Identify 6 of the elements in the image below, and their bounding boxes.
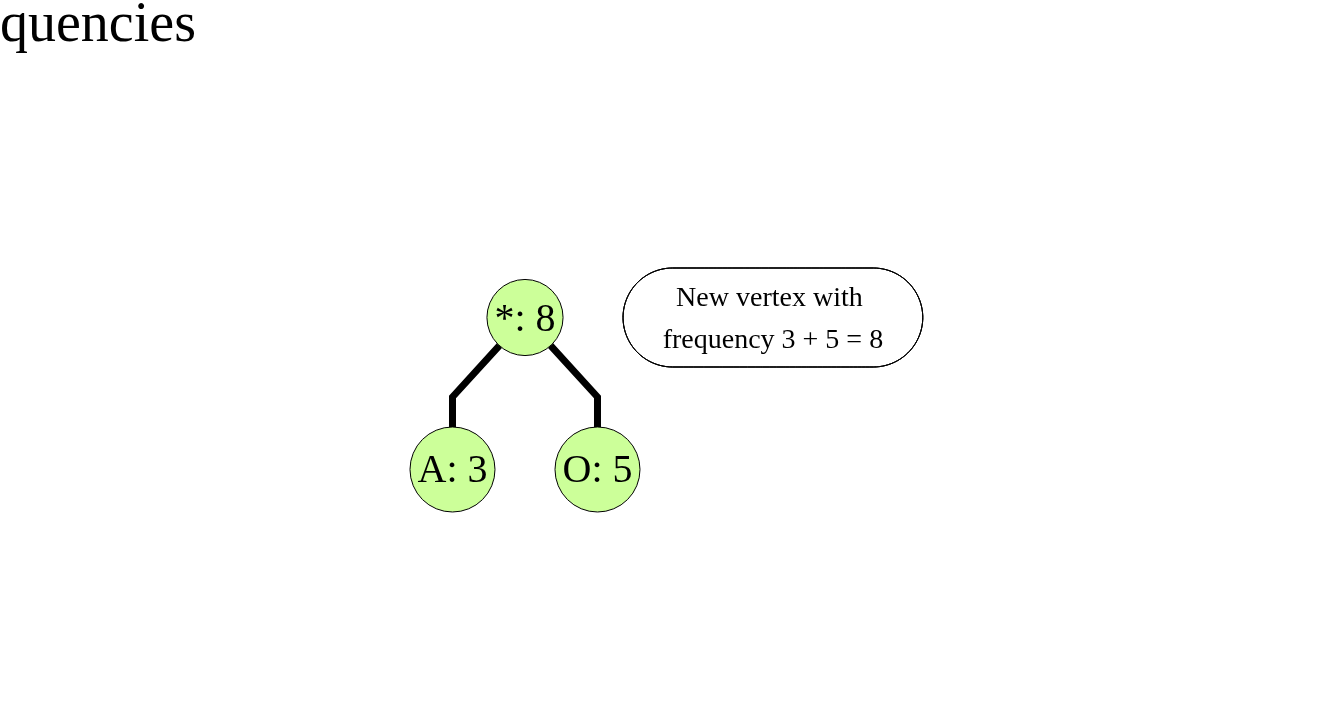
node-circle: O: 5 (554, 426, 641, 513)
node-circle: *: 8 (486, 278, 564, 357)
connector (547, 343, 601, 427)
node-circle: A: 3 (409, 426, 496, 513)
connector (448, 343, 502, 427)
heading-fragment: quencies (0, 0, 196, 53)
